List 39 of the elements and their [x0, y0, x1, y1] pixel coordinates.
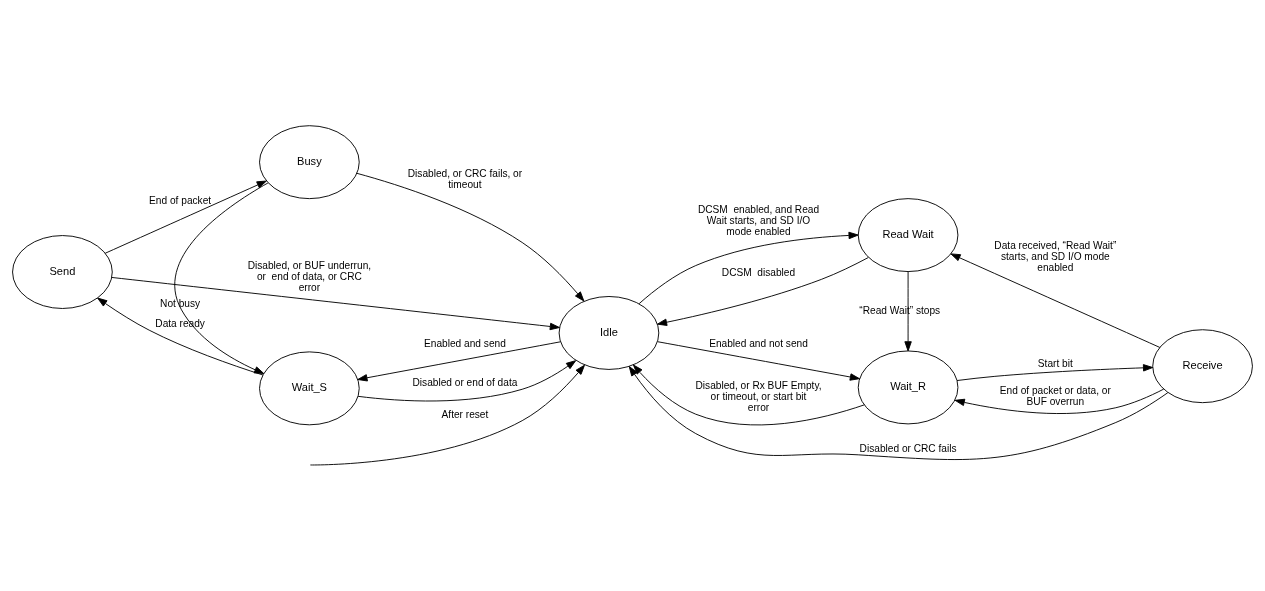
- arrow: [904, 271, 912, 352]
- arrow: [956, 364, 1154, 381]
- edge-label: After reset: [441, 408, 489, 420]
- node-ellipse: Read Wait: [857, 198, 959, 272]
- edge-label: Disabled, or CRC fails, or timeout: [407, 167, 523, 190]
- arrow: [357, 341, 561, 382]
- edge-label: “Read Wait” stops: [859, 304, 941, 316]
- node-ellipse: Busy: [259, 125, 360, 200]
- edge-label: End of packet: [149, 195, 212, 207]
- node-ellipse: Receive: [1152, 329, 1253, 404]
- edge-label: Disabled or CRC fails: [859, 442, 957, 454]
- edge-label: Data ready: [155, 318, 205, 330]
- arrow: [954, 388, 1165, 414]
- arrow: [628, 366, 1169, 460]
- arrow: [950, 253, 1161, 348]
- edge-label: DCSM disabled: [721, 267, 796, 279]
- arrow: [174, 182, 269, 374]
- edge-label: Not busy: [160, 297, 201, 309]
- edge-label: Disabled, or BUF underrun, or end of data, or CRC error: [247, 260, 372, 294]
- edge-label: Disabled or end of data: [412, 377, 518, 389]
- edge-label: Start bit: [1037, 357, 1073, 369]
- edge-label: Data received, “Read Wait” starts, and SD I/O mode enabled: [994, 239, 1117, 273]
- arrow: [97, 297, 264, 376]
- node-ellipse: Wait_S: [259, 351, 360, 426]
- node-ellipse: Wait_R: [857, 350, 959, 425]
- edge-label: Enabled and not send: [709, 337, 808, 349]
- arrow: [309, 364, 585, 466]
- arrow: [638, 231, 859, 305]
- arrow: [633, 364, 865, 426]
- edge-label: DCSM enabled, and Read Wait starts, and SD I/O mode enabled: [697, 203, 820, 237]
- edge-label: End of packet or data, or BUF overrun: [999, 384, 1111, 407]
- edge-label: Enabled and send: [424, 337, 506, 349]
- arrow: [657, 257, 869, 326]
- arrow: [356, 172, 585, 302]
- arrow: [104, 180, 267, 254]
- arrow: [111, 277, 560, 331]
- edge-label: Disabled, or Rx BUF Empty, or timeout, or start bit error: [695, 380, 822, 414]
- arrow: [657, 341, 860, 381]
- arrow: [357, 360, 577, 402]
